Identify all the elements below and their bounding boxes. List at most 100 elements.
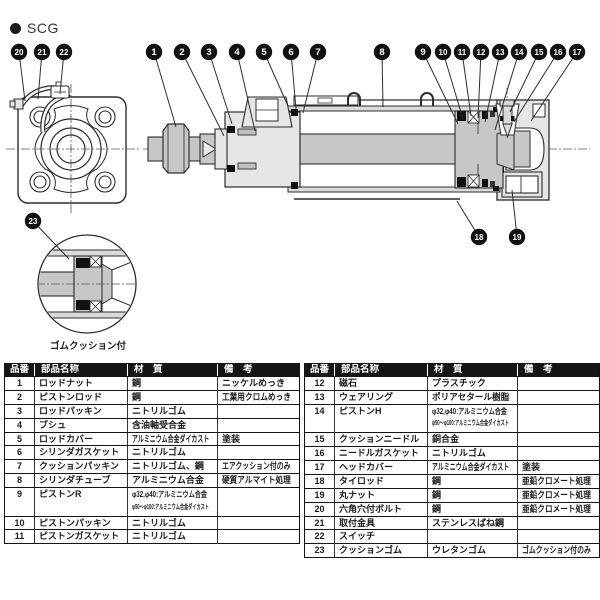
part-name: スイッチ	[335, 530, 428, 544]
part-note: 亜鉛クロメート処理	[522, 503, 591, 514]
svg-text:14: 14	[515, 48, 524, 57]
callout-13	[491, 43, 509, 61]
column-header: 材 質	[128, 364, 218, 376]
part-number: 1	[5, 377, 35, 390]
part-name: クッションパッキン	[35, 460, 128, 474]
part-name: クッションゴム	[335, 544, 428, 558]
part-name: ロッドパッキン	[35, 404, 128, 418]
callout-11	[453, 43, 471, 61]
callout-15	[530, 43, 548, 61]
callout-23	[24, 212, 42, 230]
callout-19	[508, 228, 526, 246]
callout-4	[228, 43, 246, 61]
svg-text:2: 2	[179, 47, 184, 58]
part-name: ロッドナット	[35, 377, 128, 390]
svg-text:11: 11	[458, 48, 467, 57]
part-number: 13	[305, 390, 335, 404]
svg-text:7: 7	[315, 47, 320, 58]
part-material: 含油軸受合金	[128, 418, 218, 432]
part-material: 鋼	[128, 377, 218, 390]
part-note: エアクッション付のみ	[222, 461, 291, 472]
part-note	[218, 405, 299, 418]
part-number: 16	[305, 447, 335, 460]
column-header: 部品名称	[335, 364, 428, 376]
part-note	[218, 419, 299, 432]
part-name: クッションニードル	[335, 433, 428, 447]
part-name: ロッドカバー	[35, 432, 128, 446]
part-name: 六角穴付ボルト	[335, 502, 428, 516]
part-note	[518, 447, 599, 460]
part-material: ニトリルゴム	[428, 447, 518, 460]
callout-14	[510, 43, 528, 61]
callout-20	[10, 43, 28, 61]
part-note	[518, 517, 599, 530]
part-material: ステンレスばね鋼	[428, 516, 518, 530]
svg-text:23: 23	[29, 217, 38, 226]
svg-text:13: 13	[496, 48, 505, 57]
part-material	[428, 530, 518, 544]
svg-text:15: 15	[535, 48, 544, 57]
part-number: 21	[305, 516, 335, 530]
part-number: 20	[305, 502, 335, 516]
part-note: 硬質アルマイト処理	[222, 475, 291, 486]
callout-18	[470, 228, 488, 246]
part-name: ピストンパッキン	[35, 516, 128, 530]
callout-2	[173, 43, 191, 61]
part-material: ポリアセタール樹脂	[428, 390, 518, 404]
svg-text:1: 1	[151, 47, 157, 58]
part-note: 亜鉛クロメート処理	[522, 475, 591, 486]
part-note: 工業用クロムめっき	[222, 391, 291, 402]
svg-text:8: 8	[379, 47, 384, 58]
part-material: アルミニウム合金ダイカスト	[128, 432, 218, 446]
part-material: 鋼	[428, 474, 518, 488]
svg-text:19: 19	[513, 233, 522, 242]
part-number: 3	[5, 404, 35, 418]
callout-21	[33, 43, 51, 61]
part-note	[518, 391, 599, 404]
part-name: シリンダガスケット	[35, 446, 128, 460]
part-material: ニトリルゴム	[128, 446, 218, 460]
bullet-icon	[10, 22, 21, 34]
part-number: 11	[5, 530, 35, 544]
part-number: 15	[305, 433, 335, 447]
column-header: 備 考	[524, 364, 553, 375]
svg-text:10: 10	[439, 48, 448, 57]
callout-7	[309, 43, 327, 61]
part-name: ピストンH	[335, 404, 428, 433]
part-name: シリンダチューブ	[35, 474, 128, 488]
part-material: 鋼	[428, 488, 518, 502]
part-number: 17	[305, 460, 335, 474]
part-material: ニトリルゴム	[128, 404, 218, 418]
column-header: 材 質	[428, 364, 518, 376]
part-name: ピストンガスケット	[35, 530, 128, 544]
detail-caption: ゴムクッション付	[49, 341, 126, 352]
series-title: SCG	[27, 20, 59, 36]
part-note	[518, 405, 599, 432]
table-header-row: 品番部品名称材 質備 考	[305, 364, 599, 376]
part-material: ニトリルゴム	[128, 516, 218, 530]
part-material: 鋼	[128, 390, 218, 404]
svg-text:16: 16	[554, 48, 563, 57]
part-note	[218, 446, 299, 459]
part-name: 磁石	[335, 377, 428, 390]
column-header: 部品名称	[35, 364, 128, 376]
part-note: 塗装	[522, 461, 541, 472]
